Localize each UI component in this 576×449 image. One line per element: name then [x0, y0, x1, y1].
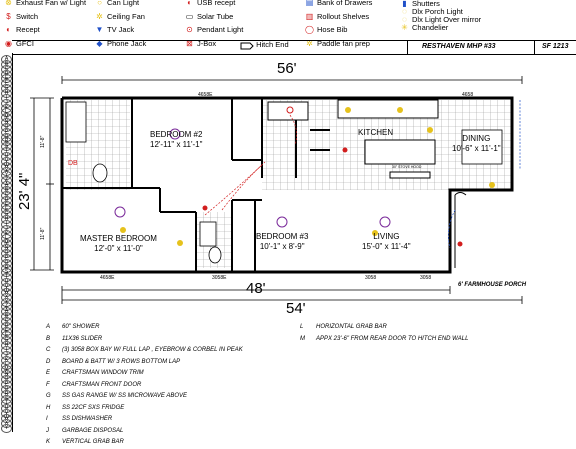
room-living: LIVING 15'-0" x 11'-4" [362, 232, 411, 251]
legend-j-box: ⊠J-Box [186, 38, 217, 48]
legend-paddle-fan-prep: ✲Paddle fan prep [306, 38, 370, 48]
legend-receptacle: ◐Recept [4, 25, 40, 34]
dimension-left-top: 11'-8" [40, 135, 46, 148]
window-size-bottom-2: 3058E [212, 275, 227, 281]
gfci-icon: ◉ [5, 38, 12, 48]
model-name: RESTHAVEN MHP #33 [422, 43, 496, 50]
solar-tube-icon: ▭ [185, 11, 194, 21]
hitch-end-icon [240, 42, 254, 50]
dlx-light-over-mirror-icon: ◌ [402, 15, 407, 24]
chandelier-icon: ✳ [401, 23, 408, 32]
j-box-icon: ⊠ [186, 38, 193, 48]
tv-jack-icon: ▼ [95, 25, 104, 34]
dimension-left: 23' 4" [16, 172, 33, 210]
legend-dlx-light-over-mirror: ◌Dlx Light Over mirror [400, 15, 481, 24]
rollout-shelves-icon: ▥ [305, 11, 314, 21]
shutters-icon: ▮ [402, 0, 407, 8]
room-bedroom-2: BEDROOM #2 12'-11" x 11'-1" [150, 130, 203, 149]
dimension-bottom-1: 48' [246, 280, 266, 297]
room-master-bedroom: MASTER BEDROOM 12'-0" x 11'-0" [80, 234, 157, 253]
legend-tv-jack: ▼TV Jack [95, 25, 135, 34]
note-row: C(3) 3058 BOX BAY W/ FULL LAP , EYEBROW … [46, 347, 243, 353]
legend-can-light: ○Can Light [95, 0, 139, 7]
dining-table [461, 129, 503, 165]
db-label: DB [68, 160, 78, 167]
legend-hose-bib: ◯Hose Bib [305, 25, 348, 34]
porch-label: 6' FARMHOUSE PORCH [458, 282, 527, 288]
can-light-icon: ○ [97, 0, 102, 7]
window-size-bottom-3: 3058 [365, 275, 377, 281]
dimension-bottom-2: 54' [286, 300, 306, 317]
legend-rollout-shelves: ▥Rollout Shelves [305, 11, 370, 21]
floor-plan [30, 76, 523, 304]
porch [450, 189, 512, 268]
legend-phone-jack: ◆Phone Jack [96, 38, 147, 48]
window-size-bottom-1: 4658E [100, 275, 115, 281]
window-size-bottom-4: 3058 [420, 275, 432, 281]
legend-dlx-porch-light: ◌Dlx Porch Light [400, 7, 463, 16]
phone-jack-icon: ◆ [96, 38, 103, 48]
dimension-top: 56' [277, 60, 297, 77]
bank-of-drawers-icon: ▤ [305, 0, 314, 7]
interior-walls [62, 98, 330, 272]
legend-hitch-end: Hitch End [240, 40, 289, 50]
dlx-porch-light-icon: ◌ [402, 7, 407, 16]
square-footage: SF 1213 [542, 43, 569, 50]
switch-icon: $ [6, 11, 11, 21]
switch-wiring [204, 100, 521, 249]
ceiling-fan-icon: ✲ [96, 11, 103, 21]
paddle-fan-prep-icon: ✲ [306, 38, 313, 48]
room-dining: DINING 10'-6" x 11'-1" [452, 134, 501, 153]
hose-bib-icon: ◯ [305, 25, 314, 34]
legend-chandelier: ✳Chandelier [401, 23, 449, 32]
receptacle-icon: ◐ [6, 25, 11, 34]
title-bar: RESTHAVEN MHP #33 SF 1213 [12, 40, 576, 55]
legend-bank-of-drawers: ▤Bank of Drawers [305, 0, 373, 7]
room-bedroom-3: BEDROOM #3 10'-1" x 8'-9" [256, 232, 309, 251]
bath-fixtures [65, 101, 222, 264]
electrical-symbols [114, 106, 495, 247]
room-kitchen: KITCHEN [358, 128, 394, 137]
legend-ceiling-fan: ✲Ceiling Fan [96, 11, 145, 21]
legend-solar-tube: ▭Solar Tube [185, 11, 234, 21]
usb-receptacle-icon: ◐ [187, 0, 192, 7]
stove-hood-label: 30" STOVE HOOD [392, 165, 422, 169]
window-size-top-left: 4658E [198, 92, 213, 98]
legend-exhaust-fan: ⊗Exhaust Fan w/ Light [5, 0, 87, 7]
pendant-light-icon: ⊙ [186, 25, 193, 34]
legend-usb-receptacle: ◐USB recept [185, 0, 235, 7]
legend-switch: $Switch [4, 12, 38, 21]
window-size-top-right: 4658 [462, 92, 474, 98]
legend-shutters: ▮Shutters [400, 0, 440, 8]
legend-gfci: ◉GFCI [5, 38, 34, 48]
dimension-left-bottom: 11'-8" [40, 227, 46, 240]
legend-pendant-light: ⊙Pendant Light [186, 25, 244, 34]
exhaust-fan-icon: ⊗ [5, 0, 12, 7]
